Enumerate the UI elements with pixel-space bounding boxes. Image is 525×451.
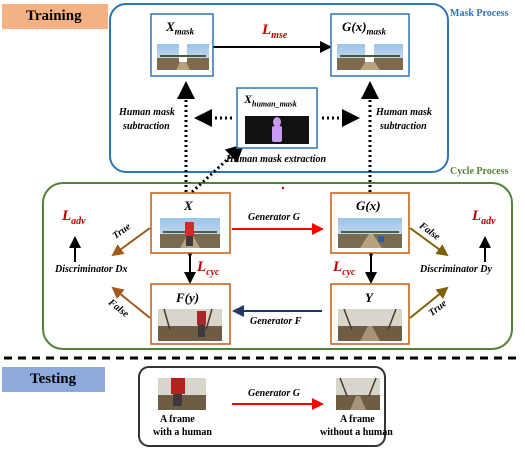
test-output-caption-2: without a human (320, 427, 393, 438)
mse-loss-sub: mse (271, 30, 288, 41)
cyc-loss-left-base: L (197, 259, 207, 275)
cyc-loss-left-sub: cyc (206, 267, 220, 278)
discriminator-dy-label: Discriminator Dy (420, 264, 492, 275)
fy-image (158, 308, 222, 341)
y-image (338, 308, 402, 341)
false-arrow-right (409, 227, 449, 257)
mse-loss-base: L (262, 22, 272, 38)
adv-loss-right-sub: adv (481, 216, 496, 227)
x-mask-base: X (166, 19, 175, 34)
test-output-image (336, 377, 380, 410)
fy-title: F(y) (176, 290, 200, 305)
adv-loss-left-base: L (62, 208, 72, 224)
extraction-arrow (190, 143, 245, 194)
subtraction-left-line1: Human mask (119, 107, 175, 118)
true-arrow-right (409, 286, 449, 319)
adv-loss-left: Ladv (62, 208, 86, 227)
x-human-mask-sub: human_mask (252, 99, 297, 109)
subtraction-right-line1: Human mask (376, 107, 432, 118)
x-title: X (184, 198, 193, 213)
x-human-mask-title: Xhuman_mask (244, 92, 297, 108)
cyc-loss-right-sub: cyc (342, 267, 356, 278)
discriminator-dx-label: Discriminator Dx (55, 264, 128, 275)
x-mask-title: Xmask (166, 19, 194, 37)
human-mask-image (245, 116, 309, 144)
stray-dot (281, 186, 285, 190)
y-title: Y (365, 290, 373, 305)
adv-loss-right: Ladv (472, 208, 496, 227)
mask-process-frame (109, 3, 449, 173)
subtraction-right-line2: subtraction (380, 121, 427, 132)
testing-label: Testing (30, 371, 77, 387)
extraction-label: Human mask extraction (226, 154, 327, 165)
training-tag (2, 4, 108, 29)
gx-mask-image (337, 44, 403, 70)
gx-mask-sub: mask (366, 26, 387, 37)
x-image (160, 218, 220, 248)
gx-title: G(x) (356, 198, 381, 213)
training-label: Training (26, 8, 82, 24)
cycle-process-label: Cycle Process (450, 166, 509, 177)
testing-frame (138, 366, 386, 447)
true-arrow-left (111, 227, 151, 257)
test-input-caption-2: with a human (153, 427, 212, 438)
false-arrow-left (111, 286, 151, 319)
test-input-image (158, 378, 206, 410)
x-human-mask-base: X (244, 92, 253, 106)
generator-g-label: Generator G (248, 212, 300, 223)
cyc-loss-right: Lcyc (333, 259, 356, 278)
subtraction-left-line2: subtraction (123, 121, 170, 132)
cyc-loss-right-base: L (333, 259, 343, 275)
cyc-loss-left: Lcyc (197, 259, 220, 278)
x-mask-image (157, 44, 209, 70)
mse-loss-label: Lmse (262, 22, 287, 41)
generator-g-test-label: Generator G (248, 388, 300, 399)
test-input-caption-1: A frame (160, 414, 195, 425)
generator-f-label: Generator F (250, 316, 302, 327)
x-mask-sub: mask (174, 26, 195, 37)
adv-loss-right-base: L (472, 208, 482, 224)
test-output-caption-1: A frame (340, 414, 375, 425)
mask-process-label: Mask Process (450, 8, 509, 19)
cycle-process-frame (42, 182, 513, 350)
gx-mask-base: G(x) (342, 19, 367, 34)
gx-image (338, 218, 402, 248)
adv-loss-left-sub: adv (71, 216, 86, 227)
testing-tag (2, 367, 105, 392)
gx-mask-title: G(x)mask (342, 19, 386, 37)
